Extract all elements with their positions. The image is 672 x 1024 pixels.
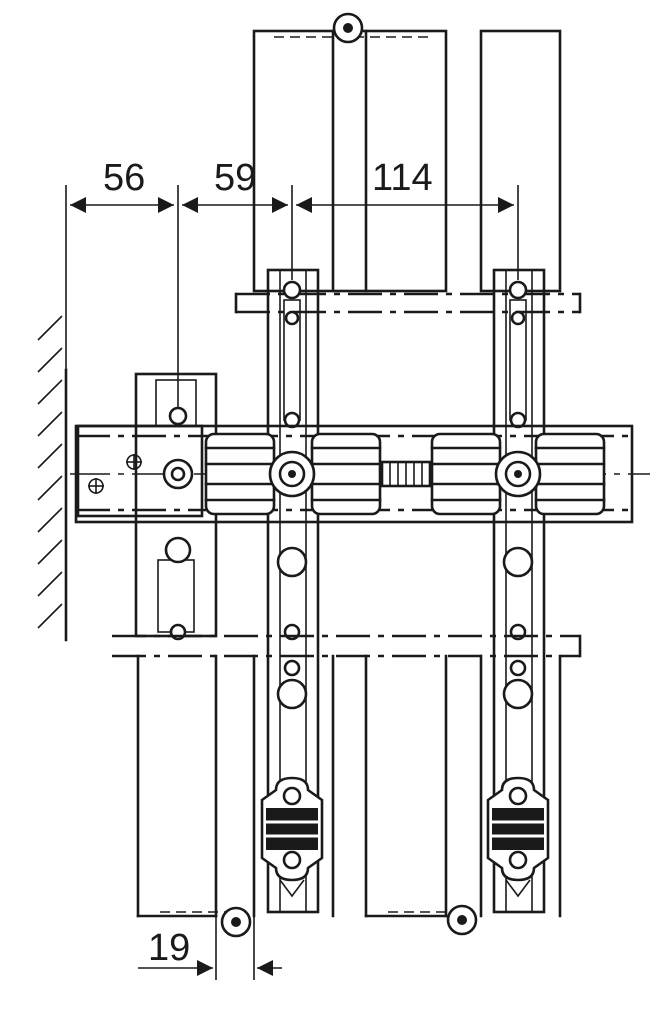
rollers-right (430, 432, 606, 516)
left-profile (134, 372, 218, 641)
bottom-dimension (138, 916, 282, 980)
dim-56-label: 56 (103, 157, 145, 199)
dim-59-label: 59 (214, 157, 256, 199)
lower-track (112, 634, 582, 658)
wall (37, 185, 68, 642)
rollers-left (204, 432, 382, 516)
top-dimensions (70, 185, 519, 420)
dim-19-label: 19 (148, 927, 190, 969)
guide-plate-right (486, 776, 550, 898)
bottom-pivots (220, 904, 478, 938)
dim-114-label: 114 (372, 157, 433, 199)
lower-door-panels (136, 654, 562, 918)
bracket-screws (88, 454, 194, 494)
guide-plate-middle (260, 776, 324, 898)
upper-door-panels (252, 12, 562, 293)
connecting-shaft (380, 460, 432, 488)
